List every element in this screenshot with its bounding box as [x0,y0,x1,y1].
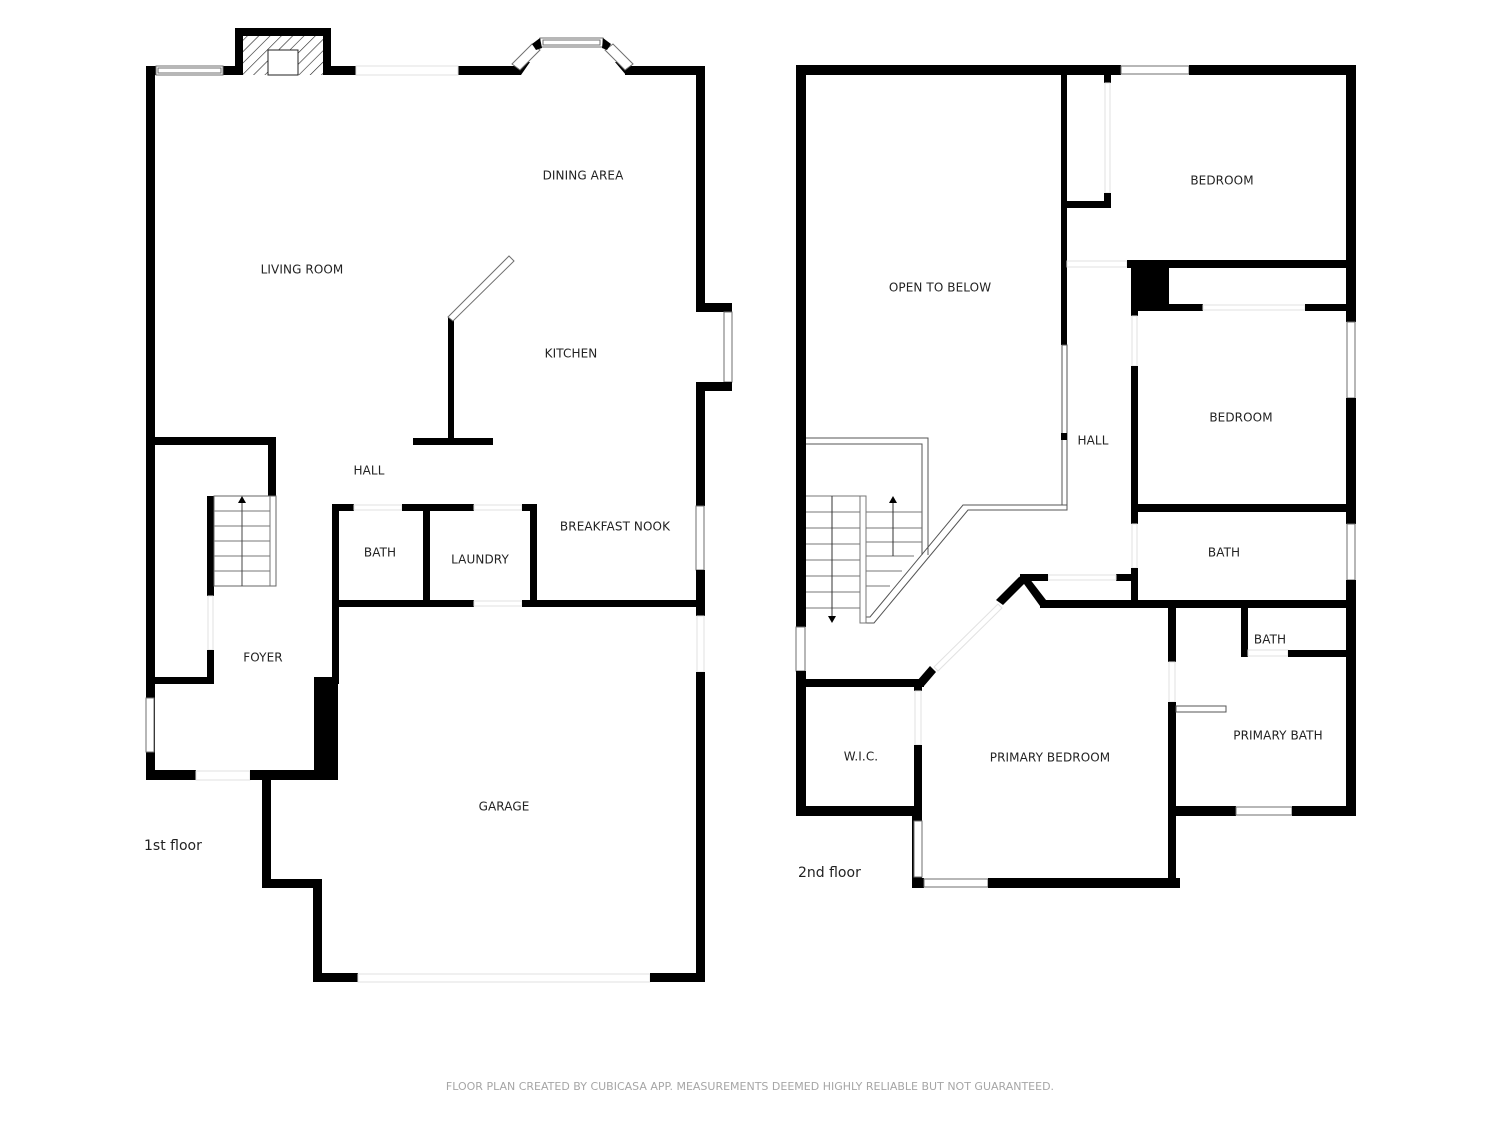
room-label-foyer: FOYER [243,651,282,665]
room-label-breakfast-nook: BREAKFAST NOOK [560,520,671,534]
room-label-kitchen: KITCHEN [545,347,598,361]
room-label-laundry: LAUNDRY [451,553,509,567]
window [145,697,155,753]
floor-label-2nd: 2nd floor [798,865,861,881]
staircase [213,495,277,587]
room-label-hall: HALL [1077,434,1108,448]
room-label-dining-area: DINING AREA [543,169,625,183]
room-label-living-room: LIVING ROOM [261,263,344,277]
window [923,878,989,888]
room-label-bath: BATH [1208,546,1240,560]
disclaimer-text: FLOOR PLAN CREATED BY CUBICASA APP. MEAS… [446,1080,1054,1093]
doorway [355,65,459,76]
room-label-wic: W.I.C. [844,750,878,764]
arrow-down-icon [828,616,836,623]
room-label-primary-bath: PRIMARY BATH [1233,729,1322,743]
window [1120,65,1190,75]
window [795,626,806,672]
kitchen-island [413,255,515,445]
room-label-bath-small: BATH [1254,633,1286,647]
room-label-bath: BATH [364,546,396,560]
arrow-up-icon [889,496,897,503]
first-floor: LIVING ROOM DINING AREA KITCHEN HALL BAT… [144,28,733,983]
bay-window [505,37,640,75]
window [1346,321,1356,399]
window [695,505,705,571]
arrow-up-icon [238,496,246,503]
room-label-bedroom-2: BEDROOM [1209,411,1272,425]
room-label-garage: GARAGE [479,800,530,814]
window [723,311,733,383]
window [1346,523,1356,581]
garage-door [357,973,651,983]
staircase [806,437,1068,624]
room-label-primary-bedroom: PRIMARY BEDROOM [990,751,1111,765]
room-label-bedroom-1: BEDROOM [1190,174,1253,188]
floor-label-1st: 1st floor [144,838,202,854]
room-label-hall: HALL [353,464,384,478]
second-floor: OPEN TO BELOW BEDROOM BEDROOM HALL BATH … [795,65,1356,888]
window [1235,806,1293,816]
fireplace-icon [235,28,331,76]
room-label-open-to-below: OPEN TO BELOW [889,281,991,295]
